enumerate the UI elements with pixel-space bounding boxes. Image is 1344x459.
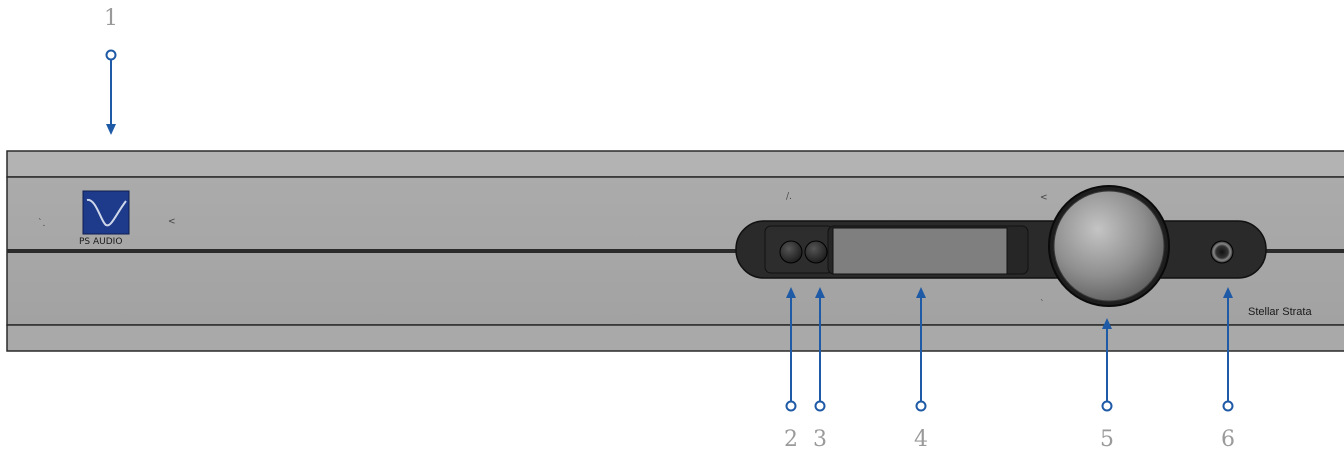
callout-anchor — [105, 49, 117, 61]
callout-number: 1 — [104, 6, 118, 31]
callout-3: 3 — [813, 287, 827, 452]
brand-label: PS AUDIO — [79, 237, 122, 247]
callout-number: 5 — [1100, 427, 1114, 452]
panel-mark: < — [1040, 193, 1048, 203]
arrow-head-up — [786, 287, 796, 298]
callout-6: 6 — [1221, 287, 1235, 452]
arrow-head-up — [1223, 287, 1233, 298]
arrow-head-up — [815, 287, 825, 298]
top-cover — [6, 150, 1344, 178]
callout-anchor — [814, 400, 826, 412]
callout-number: 6 — [1221, 427, 1235, 452]
volume-knob[interactable] — [1053, 190, 1165, 302]
callout-number: 4 — [914, 427, 928, 452]
arrow-head-up — [1102, 318, 1112, 329]
callout-anchor — [915, 400, 927, 412]
callout-number: 3 — [813, 427, 827, 452]
callout-1: 1 — [104, 6, 118, 135]
arrow-head-up — [916, 287, 926, 298]
right-button[interactable] — [804, 240, 828, 264]
callout-5: 5 — [1100, 318, 1114, 452]
callout-anchor — [1101, 400, 1113, 412]
ps-audio-logo — [82, 190, 130, 235]
callout-4: 4 — [914, 287, 928, 452]
model-label: Stellar Strata — [1248, 306, 1312, 318]
headphone-jack[interactable] — [1210, 240, 1234, 264]
panel-mark: < — [168, 217, 176, 227]
callout-anchor — [785, 400, 797, 412]
panel-mark: /. — [786, 192, 792, 202]
callout-anchor — [1222, 400, 1234, 412]
callout-2: 2 — [784, 287, 798, 452]
panel-mark: ` — [1040, 299, 1045, 310]
amplifier-chassis: `. < /. < ` PS AUDIO Stellar Strata — [6, 150, 1344, 352]
display — [832, 227, 1008, 275]
callout-number: 2 — [784, 427, 798, 452]
bottom-trim — [6, 324, 1344, 352]
panel-mark: `. — [38, 218, 46, 229]
arrow-head-down — [106, 124, 116, 135]
left-button[interactable] — [779, 240, 803, 264]
